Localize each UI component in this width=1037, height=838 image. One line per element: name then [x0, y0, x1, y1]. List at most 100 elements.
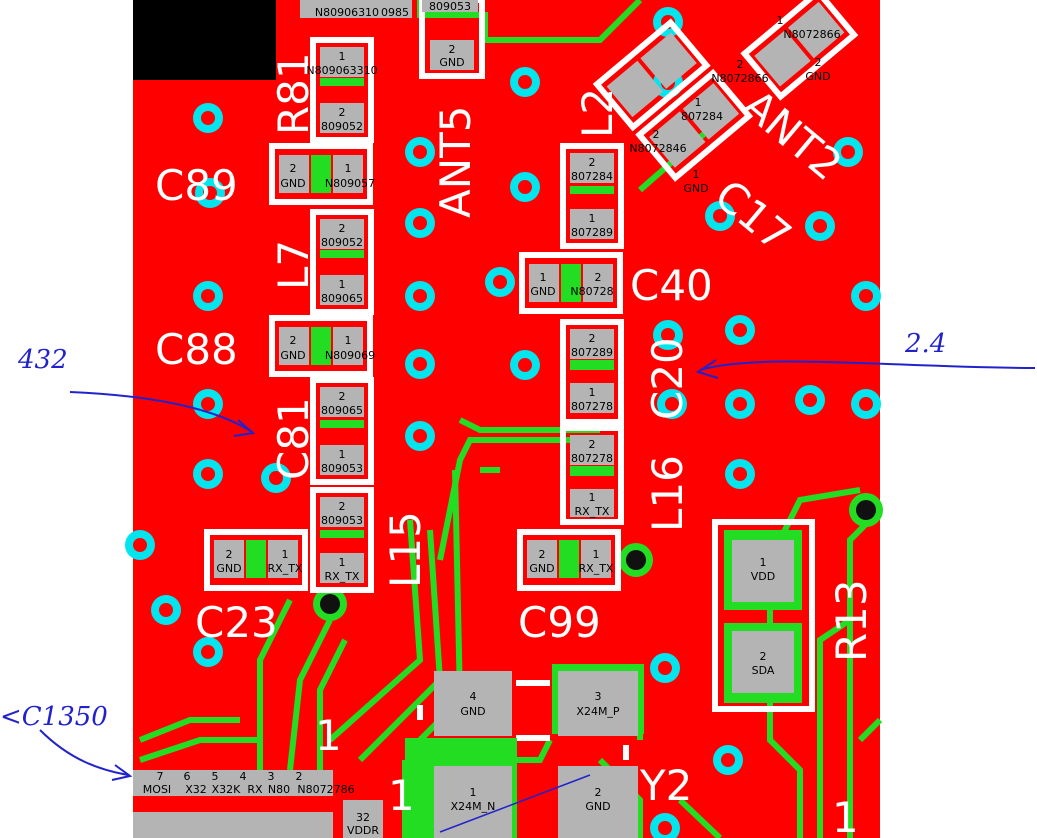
- c17-pad: [649, 111, 706, 168]
- pad-number: 1: [339, 448, 346, 461]
- via: [405, 208, 435, 238]
- pad-number: 2: [290, 334, 297, 347]
- pad-net-label: 10: [365, 6, 379, 19]
- pad-net-label: X24M_P: [576, 705, 620, 718]
- pad-number: 1: [693, 168, 700, 181]
- via: [650, 653, 680, 683]
- pad-net-label: GND: [439, 56, 464, 69]
- via: [405, 349, 435, 379]
- via: [193, 281, 223, 311]
- ant2-outline-a: [592, 18, 711, 132]
- pad-number: 2: [290, 162, 297, 175]
- via: [510, 350, 540, 380]
- pin-one-marker: 1: [315, 711, 342, 760]
- pad-net-label: 0985: [381, 6, 409, 19]
- via: [193, 103, 223, 133]
- refdes-ant5: ANT5: [431, 105, 480, 218]
- pad-net-label: 809052: [321, 236, 363, 249]
- pad-net-label: 807284: [681, 110, 723, 123]
- via: [650, 813, 680, 838]
- pad-number: 2: [815, 56, 822, 69]
- pads: [214, 0, 794, 838]
- refdes-r81: R81: [269, 52, 318, 135]
- pad-net-label: 807289: [571, 226, 613, 239]
- pad-net-label: N8072846: [629, 142, 686, 155]
- via: [193, 637, 223, 667]
- ic-pin-net: N80: [268, 783, 290, 796]
- vias: [125, 7, 881, 838]
- refdes-c81: C81: [269, 397, 318, 480]
- annotation-arrow-right: [699, 360, 1036, 371]
- pad-number: 2: [339, 222, 346, 235]
- via: [195, 178, 225, 208]
- ic-pin-number: 4: [240, 770, 247, 783]
- pad-number: 1: [540, 271, 547, 284]
- via: [485, 267, 515, 297]
- pad-number: 2: [589, 156, 596, 169]
- via: [851, 389, 881, 419]
- via: [725, 459, 755, 489]
- ic-pin-number: 3: [268, 770, 275, 783]
- annotation-line: [439, 774, 591, 833]
- via: [125, 530, 155, 560]
- pad-net-label: VDD: [751, 570, 775, 583]
- pad-number: 2: [226, 548, 233, 561]
- ant2-pad: [640, 32, 697, 89]
- pad-net-label: 809053: [429, 0, 471, 13]
- pad-number: 2: [589, 438, 596, 451]
- via: [657, 389, 687, 419]
- pad-net-label: N809063: [315, 6, 365, 19]
- c17-outline-a: [635, 68, 754, 182]
- silkscreen-outlines: [204, 0, 624, 593]
- ic-pin-net: N8072786: [297, 783, 354, 796]
- pad-bridges: [246, 78, 614, 578]
- cutout-area: [133, 0, 276, 80]
- ant2-outline-b: [740, 0, 859, 101]
- ic-pin-net: MOSI: [143, 783, 171, 796]
- arrowhead-icon: [695, 359, 719, 379]
- ant2-pad: [754, 30, 811, 87]
- r13-outline: [712, 519, 815, 712]
- via: [851, 281, 881, 311]
- pad-number: 1: [345, 162, 352, 175]
- pad-net-label: GND: [585, 800, 610, 813]
- via: [405, 137, 435, 167]
- pad-net-label: GND: [460, 705, 485, 718]
- via: [193, 459, 223, 489]
- ic-pin-net: X32: [185, 783, 207, 796]
- refdes-l2: L2: [573, 88, 622, 138]
- ic-pin-net: RX: [247, 783, 263, 796]
- via: [313, 587, 347, 621]
- hand-annotations: 432 2.4 <C1350: [0, 329, 1036, 833]
- refdes-c89: C89: [155, 161, 238, 210]
- pin-one-marker: 1: [388, 771, 415, 820]
- via: [510, 67, 540, 97]
- pad-net-label: 809053: [321, 514, 363, 527]
- pad-net-label: GND: [530, 285, 555, 298]
- via: [193, 389, 223, 419]
- pad-net-label: GND: [216, 562, 241, 575]
- via: [405, 421, 435, 451]
- ic-pin-strip: [133, 770, 333, 796]
- pad-number: 2: [595, 271, 602, 284]
- pad-net-label: 807278: [571, 452, 613, 465]
- pad-net-label: 807284: [571, 170, 613, 183]
- via: [653, 320, 683, 350]
- pad-number: 2: [595, 786, 602, 799]
- annotation-left: 432: [17, 345, 68, 375]
- pin-one-marker: 1: [832, 793, 859, 838]
- ic-pin-net: X32K: [212, 783, 242, 796]
- pad-number: 1: [589, 491, 596, 504]
- pad-number: 2: [339, 106, 346, 119]
- rotated-pad-labels: 1 N8072866 2 GND 2 N8072866 1 807284 2 N…: [629, 14, 840, 195]
- pad-net-label: GND: [805, 70, 830, 83]
- via: [849, 493, 883, 527]
- pad-number: 1: [593, 548, 600, 561]
- pad-net-label: RX_TX: [579, 562, 614, 575]
- ic-pin-strip-2: [133, 812, 333, 838]
- pad-number: 1: [589, 386, 596, 399]
- pad-net-label: N80728: [570, 285, 613, 298]
- pad-net-label: 807289: [571, 346, 613, 359]
- pad-net-label: RX_TX: [325, 570, 360, 583]
